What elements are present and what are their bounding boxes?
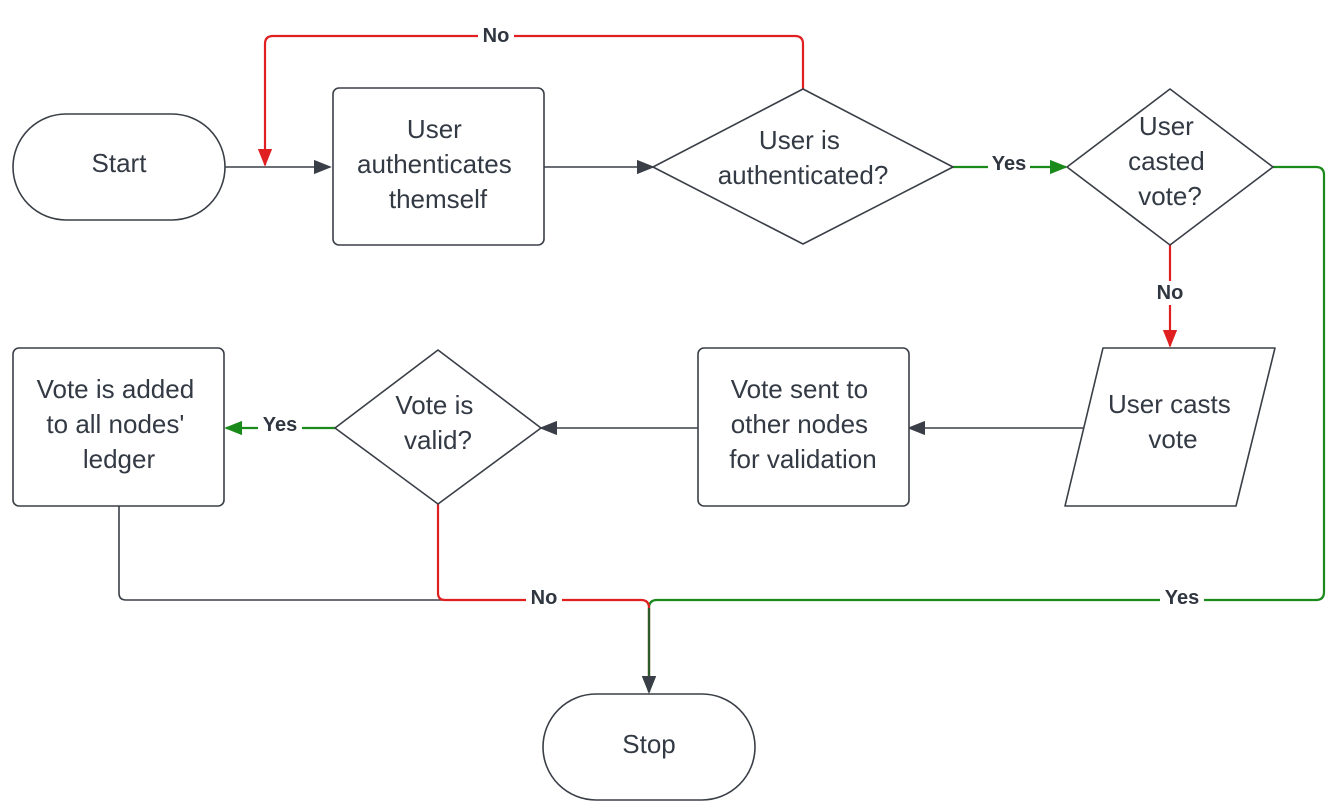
edge-label-auth-yes: Yes (988, 153, 1030, 177)
edge-label-valid-yes: Yes (258, 414, 302, 438)
svg-text:Vote is valid?: Vote is valid? (395, 390, 480, 455)
edge-casted-yes (641, 165, 1326, 694)
svg-text:Vote is added to all nod: Vote is added to all nodes' ledger (37, 374, 202, 474)
node-casted-vote: User casted vote? (1066, 88, 1274, 246)
node-vote-sent: Vote sent to other nodes for validation (697, 347, 910, 507)
node-vote-added: Vote is added to all nodes' ledger (12, 347, 225, 507)
svg-text:User authenticates: User authenticates themself (357, 114, 519, 214)
edge-label-casted-no: No (1152, 281, 1188, 305)
svg-text:Yes: Yes (992, 153, 1026, 175)
node-stop: Stop (542, 693, 756, 801)
svg-text:User casted vote?: User casted vote? (1128, 111, 1212, 211)
svg-text:Yes: Yes (263, 414, 297, 436)
edge-label-valid-no: No (526, 587, 562, 611)
svg-text:No: No (483, 25, 510, 47)
svg-text:No: No (1157, 282, 1184, 304)
edge-auth-no (257, 34, 805, 167)
edge-label-casted-yes: Yes (1160, 587, 1204, 611)
svg-text:User is authenticated?: User is authenticated? (718, 125, 889, 190)
node-is-authenticated: User is authenticated? (652, 88, 954, 245)
edge-label-auth-no: No (478, 24, 514, 48)
svg-text:Start: Start (92, 148, 148, 178)
svg-text:User casts vote: User casts vote (1108, 389, 1238, 454)
node-casts-vote: User casts vote (1064, 347, 1276, 507)
svg-text:Vote sent to other nodes: Vote sent to other nodes for validation (729, 374, 876, 474)
svg-text:Yes: Yes (1165, 587, 1199, 609)
node-vote-valid: Vote is valid? (334, 349, 542, 505)
node-authenticate: User authenticates themself (332, 87, 545, 246)
node-start: Start (12, 113, 226, 221)
svg-text:No: No (531, 587, 558, 609)
svg-text:Stop: Stop (622, 729, 676, 759)
